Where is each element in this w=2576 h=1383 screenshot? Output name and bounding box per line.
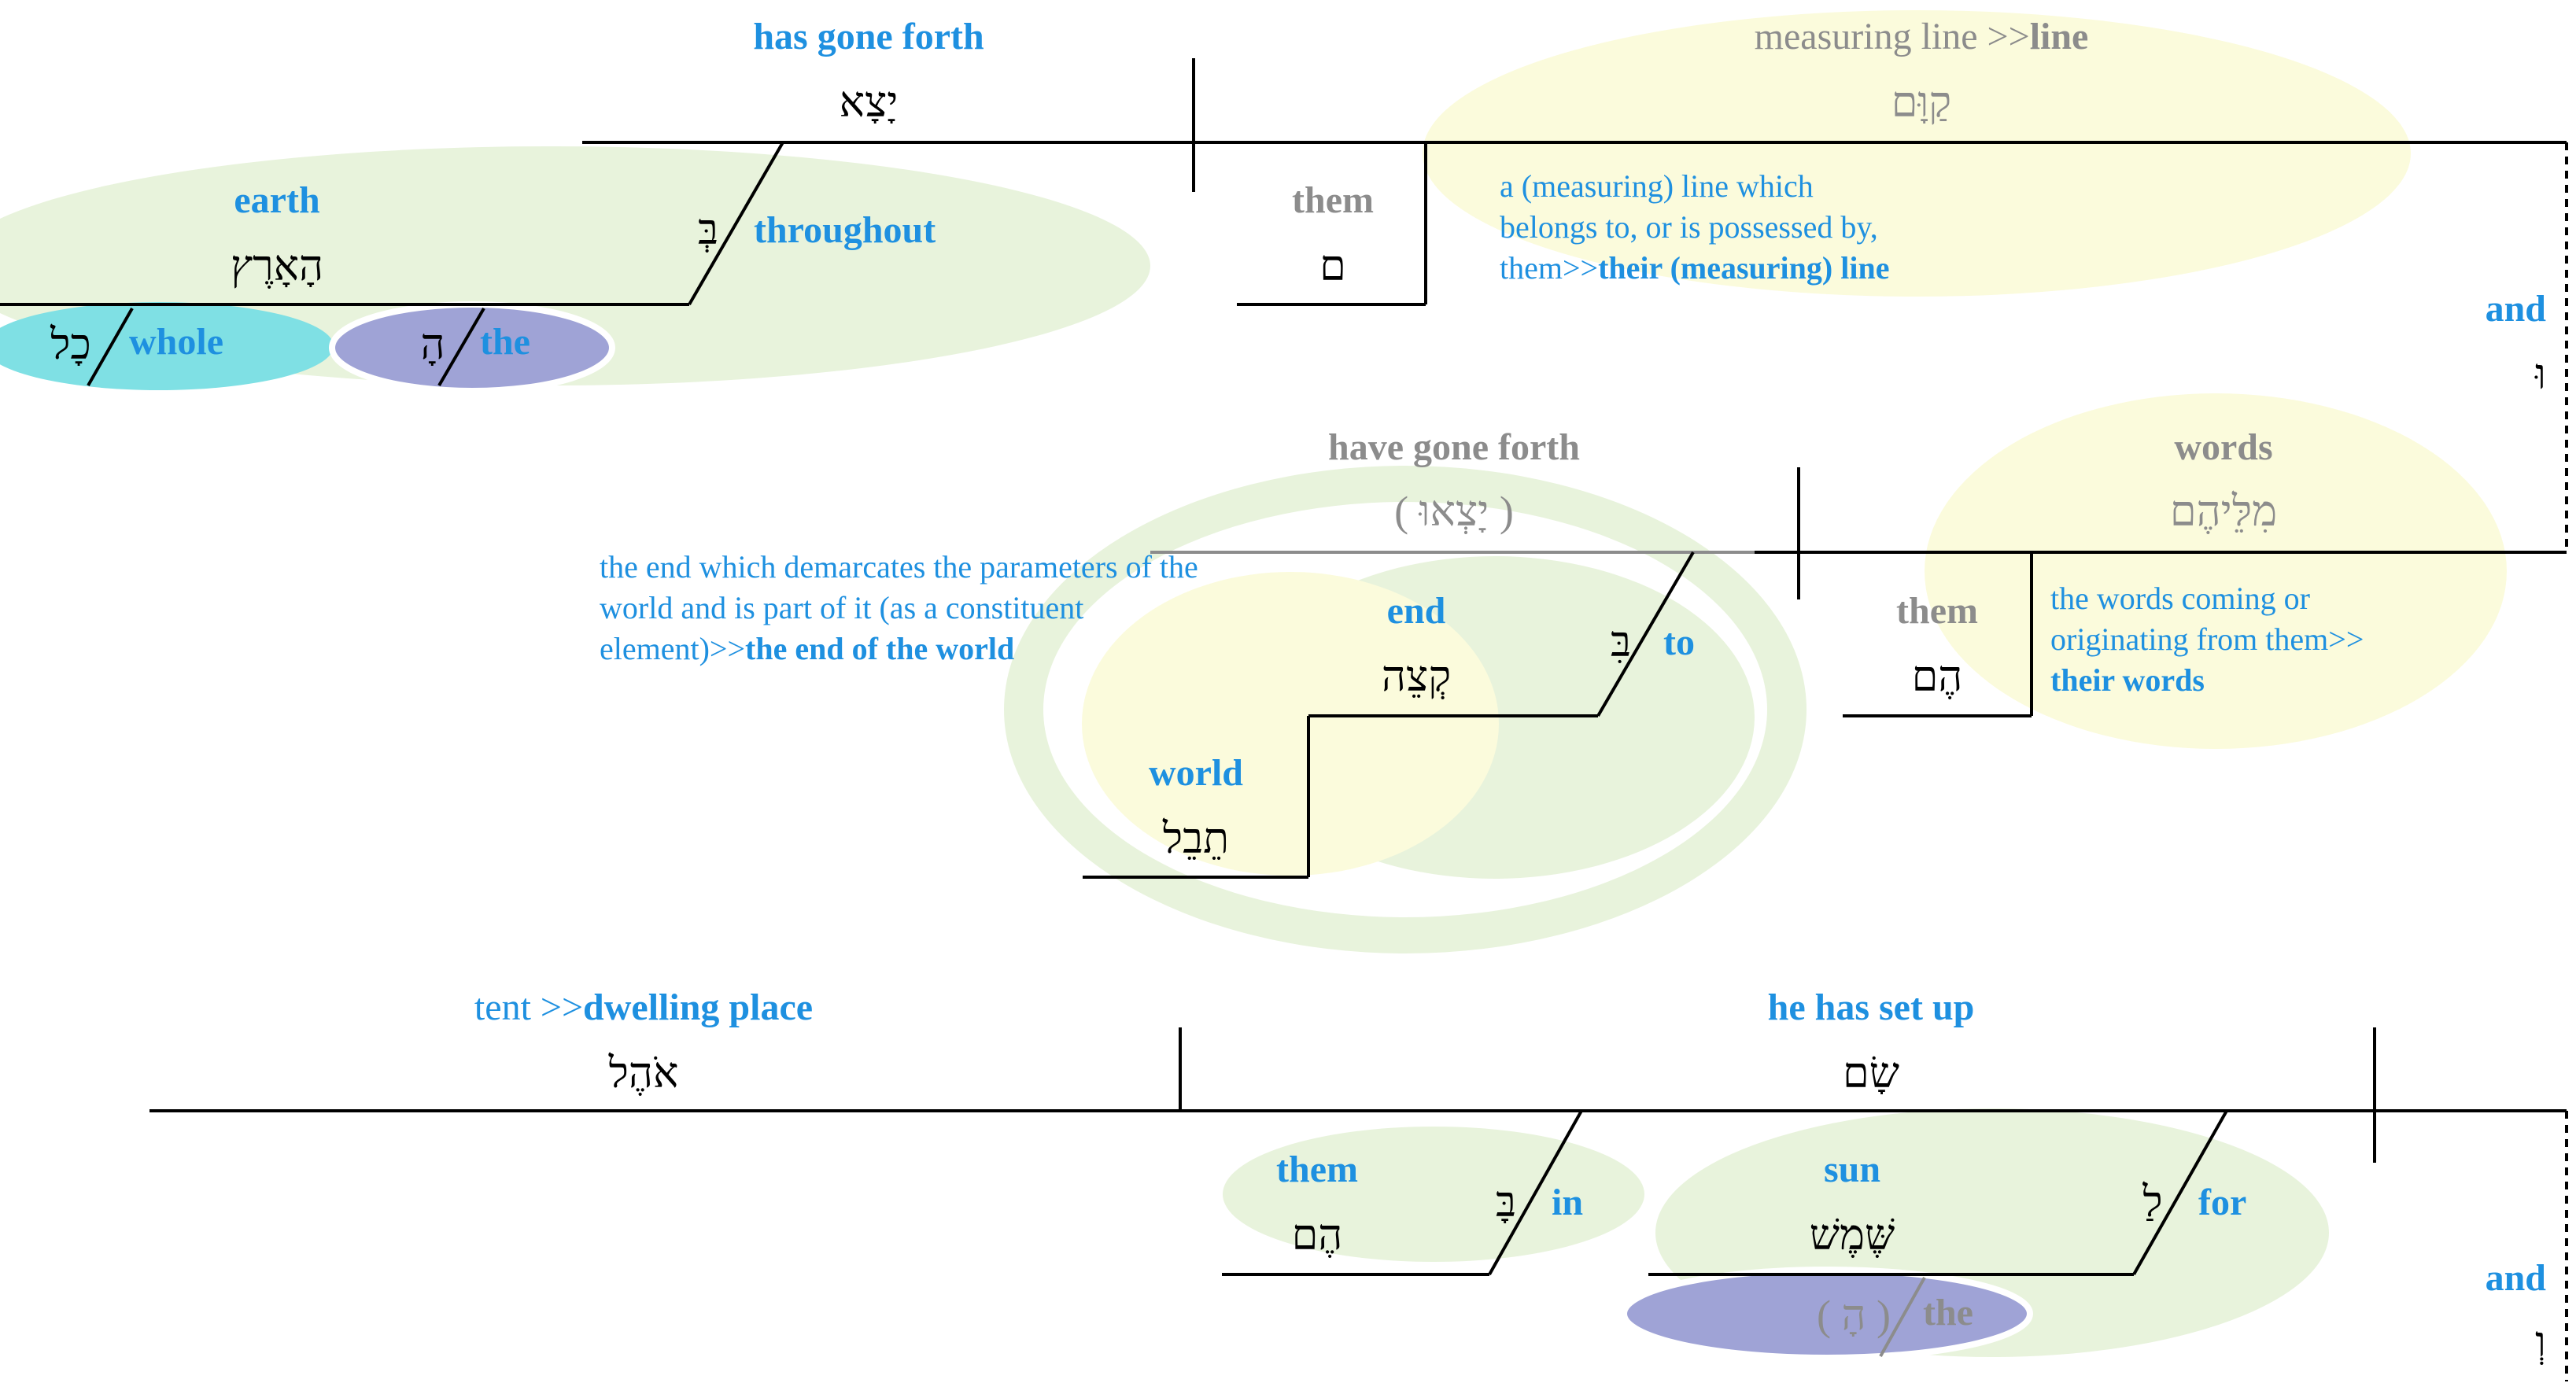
gloss-them-in: them: [1276, 1149, 1358, 1190]
prep-slant-throughout: [688, 141, 784, 306]
prep-gloss-to: to: [1663, 621, 1695, 663]
subject-gloss-words: words: [2174, 426, 2272, 468]
conj-hebrew-ve: וְ: [2535, 1318, 2546, 1366]
prep-hebrew-be: בְּ: [698, 206, 718, 253]
prep-slant-to: [1596, 551, 1695, 717]
note-line-3: them>>their (measuring) line: [1500, 250, 1889, 286]
gloss-end: end: [1387, 590, 1446, 632]
conj-gloss-and-top: and: [2486, 288, 2547, 330]
hebrew-shemesh: שֶּׁמֶשׁ: [1810, 1212, 1895, 1259]
note-left-line-1: the end which demarcates the parameters …: [600, 549, 1198, 585]
prep-hebrew-la: לַ: [2142, 1178, 2162, 1226]
conjunction-bottom: and וְ: [2486, 1257, 2547, 1366]
note-left-line-3-part2: the end of the world: [745, 631, 1014, 666]
conj-gloss-and-bottom: and: [2486, 1257, 2547, 1299]
article-gloss-the: the: [480, 321, 530, 363]
note-left-line-2: world and is part of it (as a constituen…: [600, 590, 1083, 625]
slant-whole: [87, 308, 134, 386]
subject-hebrew-milehem: מִלֵּיהֶם: [2170, 488, 2277, 535]
note-line-2: belongs to, or is possessed by,: [1500, 209, 1878, 245]
poss-hebrew-hem: הֶם: [1912, 653, 1963, 700]
verb-hebrew-yatsa: יָצָא: [840, 79, 899, 126]
highlight-ellipses: [0, 10, 2507, 1361]
poss-gloss-them: them: [1292, 179, 1374, 221]
subject-gloss-line-part1: measuring line >>: [1755, 16, 2030, 57]
note-line-3-part1: them>>: [1500, 250, 1598, 286]
modifier-gloss-whole: whole: [129, 321, 223, 363]
ellipse-in-them: [1223, 1127, 1644, 1262]
hebrew-hem-in: הֶם: [1292, 1212, 1343, 1259]
object-hebrew-ohel: אֹהֶל: [608, 1049, 679, 1097]
subject-hebrew-qavvam: קַוָּם: [1891, 79, 1951, 126]
ellipse-line-subject: [1423, 10, 2411, 297]
prep-slant-in: [1488, 1110, 1583, 1275]
clause-2: have gone forth ( יָצְאוּ ) words מִלֵּי…: [600, 426, 2364, 862]
verb-gloss-he-has-set-up: he has set up: [1768, 987, 1975, 1028]
poss-gloss-them-2: them: [1896, 590, 1978, 632]
gloss-sun: sun: [1824, 1149, 1880, 1190]
prep-gloss-for: for: [2198, 1182, 2246, 1223]
ellipse-whole: [0, 302, 334, 390]
poss-hebrew-mem: ם: [1319, 242, 1346, 290]
ellipse-words-subject: [1925, 393, 2507, 749]
note-right-line-2: originating from them>>: [2050, 621, 2364, 657]
article-gloss-the-sun: the: [1923, 1292, 1973, 1333]
note-left-line-3: element)>>the end of the world: [600, 631, 1014, 666]
object-gloss-tent-part1: tent >>: [474, 987, 583, 1028]
clause-3: tent >>dwelling place אֹהֶל he has set u…: [474, 987, 2246, 1339]
verb-gloss-has-gone-forth: has gone forth: [753, 16, 984, 57]
conjunction-top: and וּ: [2486, 288, 2547, 398]
slant-the: [437, 307, 485, 387]
prep-gloss-in: in: [1552, 1182, 1583, 1223]
diagram-lines: [0, 58, 2568, 1381]
note-line-3-part2: their (measuring) line: [1598, 250, 1889, 286]
note-right-line-3: their words: [2050, 662, 2205, 698]
slant-the-sun: [1879, 1277, 1926, 1357]
clause-1: has gone forth יָצָא measuring line >>li…: [50, 16, 2088, 368]
verb-hebrew-yatseu: ( יָצְאוּ ): [1394, 488, 1514, 535]
article-hebrew-ha-implied: ( הָ ): [1817, 1292, 1891, 1339]
hebrew-tevel: תֵבֵל: [1162, 815, 1229, 862]
article-hebrew-ha: הָ: [420, 321, 445, 368]
ellipse-article-the-sun: [1621, 1267, 2033, 1361]
ellipse-world: [1082, 572, 1499, 876]
note-left-line-3-part1: element)>>: [600, 631, 745, 666]
prep-hebrew-ba: בָּ: [1496, 1178, 1516, 1226]
verb-gloss-have-gone-forth: have gone forth: [1328, 426, 1580, 468]
prep-slant-for: [2132, 1110, 2228, 1275]
object-gloss-tent: tent >>dwelling place: [474, 987, 813, 1028]
object-hebrew-haarets: הָאָרֶץ: [231, 242, 323, 290]
hebrew-qetseh: קְצֵה: [1382, 653, 1451, 700]
subject-gloss-line-part2: line: [2030, 16, 2089, 57]
gloss-world: world: [1149, 752, 1243, 794]
ellipse-article-the: [329, 301, 615, 394]
object-gloss-earth: earth: [234, 179, 319, 221]
object-gloss-tent-part2: dwelling place: [583, 987, 813, 1028]
note-line-1: a (measuring) line which: [1500, 168, 1814, 204]
subject-gloss-line: measuring line >>line: [1755, 16, 2089, 57]
verb-hebrew-sam: שָׂם: [1843, 1049, 1899, 1097]
note-right-line-1: the words coming or: [2050, 581, 2310, 616]
conj-hebrew-u: וּ: [2534, 351, 2546, 398]
prep-hebrew-bi: בִּ: [1611, 618, 1631, 666]
prep-gloss-throughout: throughout: [754, 209, 936, 251]
modifier-hebrew-kol: כָל: [50, 321, 91, 368]
